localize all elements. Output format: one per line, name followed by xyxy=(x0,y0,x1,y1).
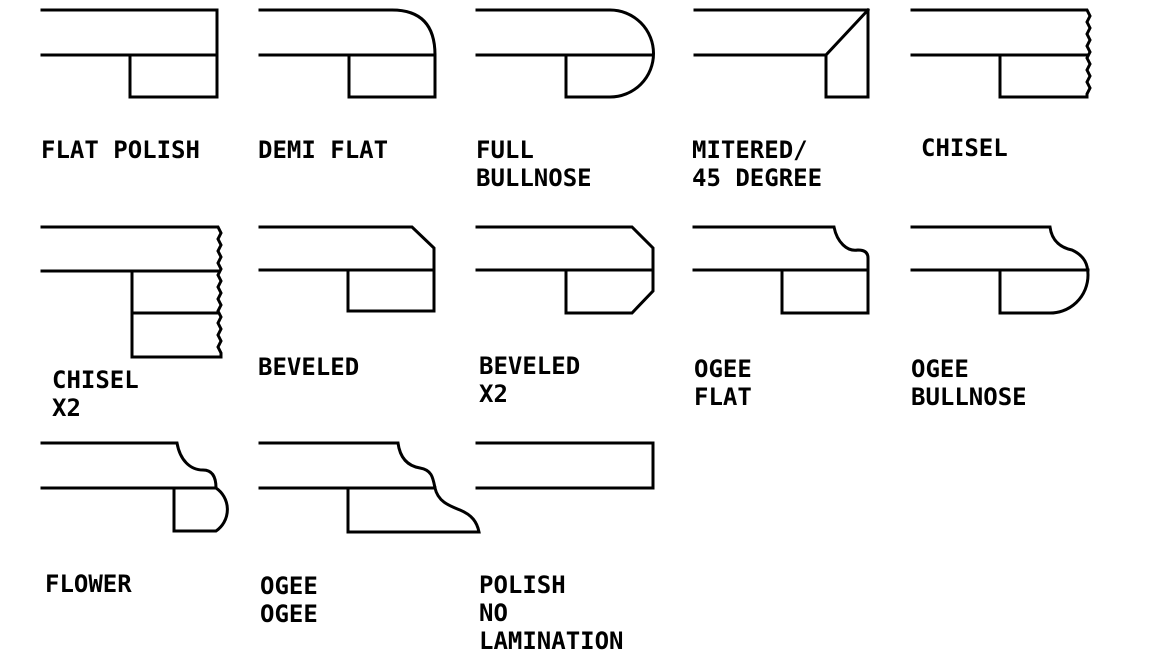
profile-flower-drawing xyxy=(40,441,229,533)
label-beveled: BEVELED xyxy=(258,353,359,381)
label-line: CHISEL xyxy=(921,134,1008,162)
profile-demi-flat-drawing xyxy=(258,8,437,99)
label-line: 45 DEGREE xyxy=(692,164,823,192)
label-flower: FLOWER xyxy=(45,570,132,598)
label-line: LAMINATION xyxy=(479,627,624,655)
profile-polish-no-lamination-drawing xyxy=(475,441,655,490)
label-line: CHISEL xyxy=(52,366,139,394)
label-line: OGEE xyxy=(694,355,752,383)
profile-full-bullnose-drawing xyxy=(475,8,655,99)
profile-beveled-x2-drawing xyxy=(475,225,655,315)
profile-chisel-x2-drawing xyxy=(40,225,223,359)
label-line: FLAT xyxy=(694,383,752,411)
label-polish-no-lamination: POLISH NO LAMINATION xyxy=(479,571,624,655)
label-line: POLISH xyxy=(479,571,566,599)
label-ogee-flat: OGEE FLAT xyxy=(694,355,752,411)
profile-ogee-flat-drawing xyxy=(692,225,870,315)
label-ogee-bullnose: OGEE BULLNOSE xyxy=(911,355,1027,411)
label-beveled-x2: BEVELED X2 xyxy=(479,352,580,408)
profile-mitered-45-drawing xyxy=(693,7,871,99)
label-line: OGEE xyxy=(260,600,318,628)
label-flat-polish: FLAT POLISH xyxy=(41,136,200,164)
label-demi-flat: DEMI FLAT xyxy=(258,136,388,164)
label-line: FLAT POLISH xyxy=(41,136,200,164)
label-line: FULL xyxy=(476,136,534,164)
label-line: BEVELED xyxy=(258,353,360,381)
label-line: BULLNOSE xyxy=(911,383,1027,411)
label-line: MITERED/ xyxy=(692,136,808,164)
profile-ogee-ogee-drawing xyxy=(258,441,481,534)
profile-flat-polish-drawing xyxy=(40,8,219,99)
label-line: X2 xyxy=(52,394,81,422)
profile-ogee-bullnose-drawing xyxy=(910,225,1090,315)
label-line: BEVELED xyxy=(479,352,581,380)
label-chisel-x2: CHISEL X2 xyxy=(52,366,139,422)
label-full-bullnose: FULL BULLNOSE xyxy=(476,136,592,192)
profile-beveled-drawing xyxy=(258,225,436,313)
label-line: NO xyxy=(479,599,508,627)
label-mitered-45: MITERED/ 45 DEGREE xyxy=(692,136,822,192)
label-line: X2 xyxy=(479,380,508,408)
label-line: OGEE xyxy=(911,355,969,383)
label-line: FLOWER xyxy=(45,570,132,598)
label-chisel: CHISEL xyxy=(921,134,1008,162)
label-ogee-ogee: OGEE OGEE xyxy=(260,572,318,628)
profile-chisel-drawing xyxy=(910,8,1092,99)
label-line: OGEE xyxy=(260,572,318,600)
label-line: DEMI FLAT xyxy=(258,136,389,164)
label-line: BULLNOSE xyxy=(476,164,592,192)
